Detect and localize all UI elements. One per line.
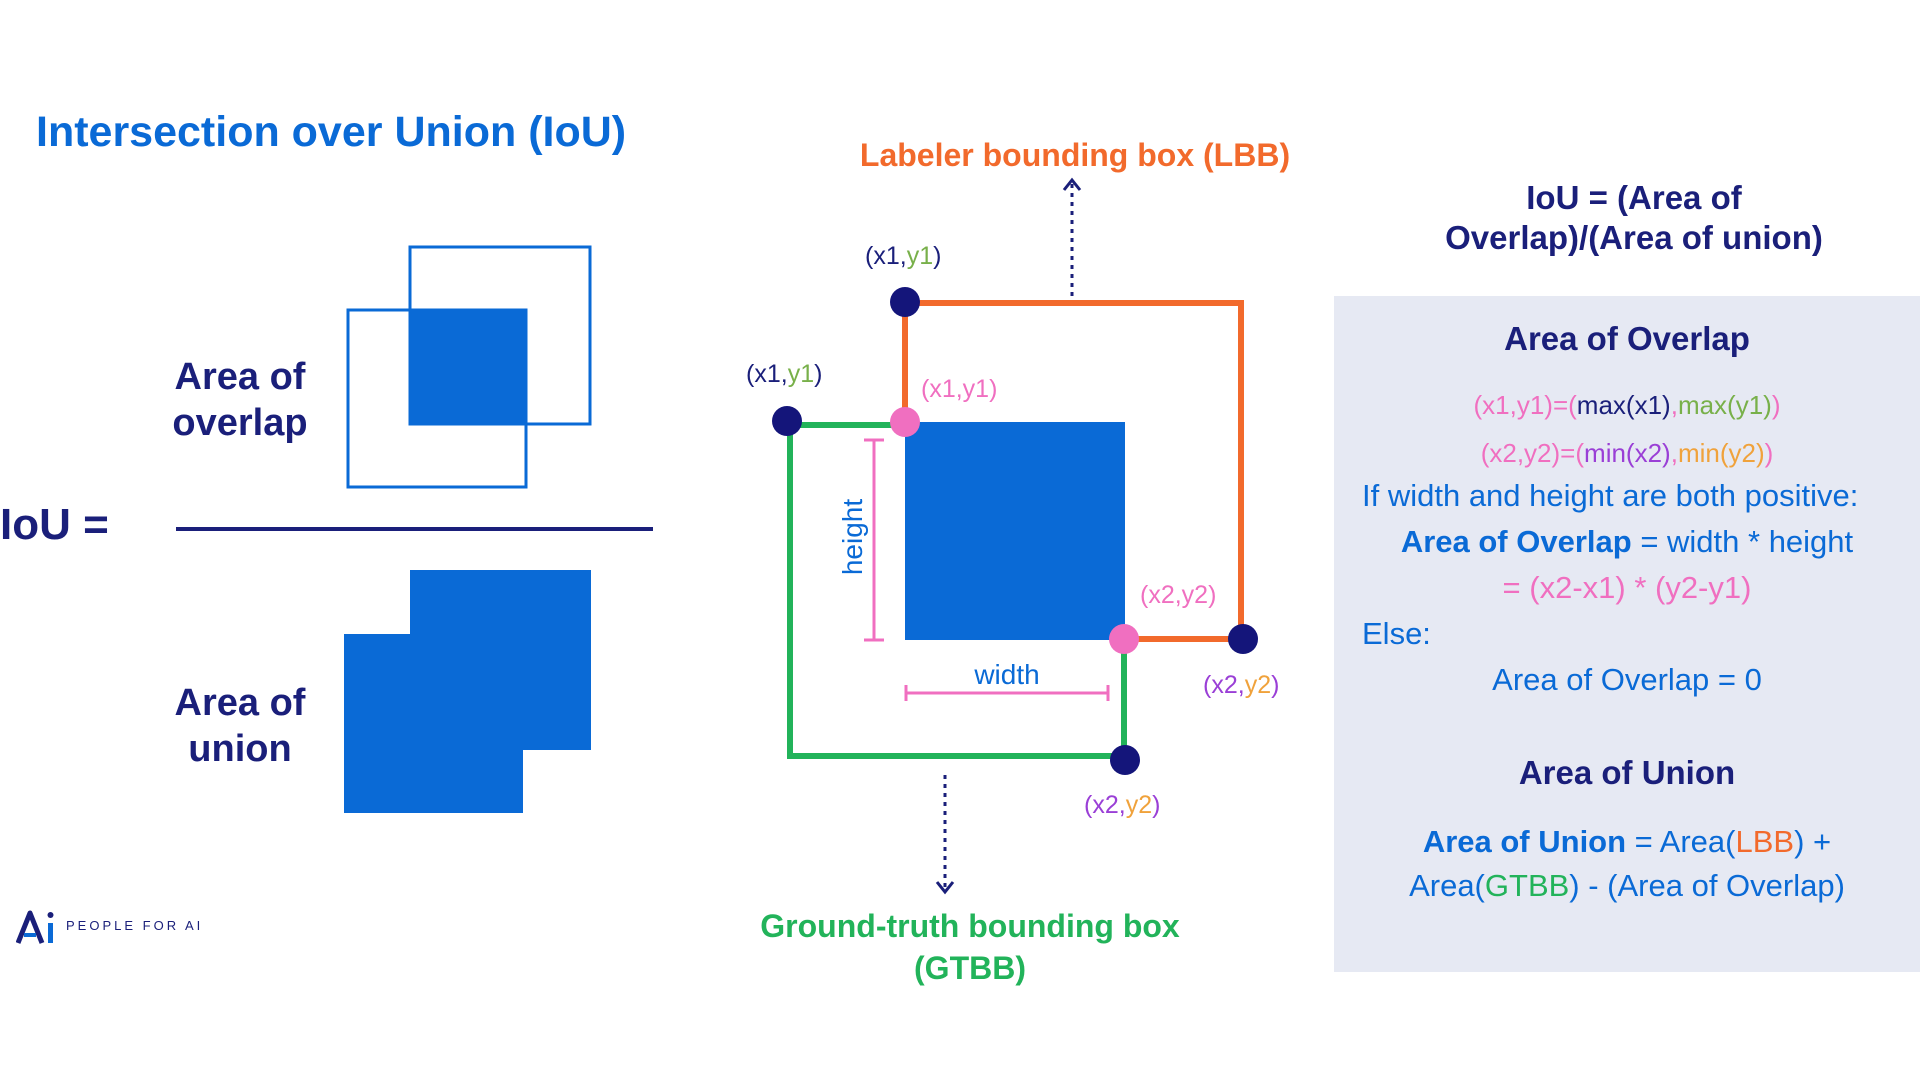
- intersection-fill: [905, 422, 1125, 640]
- lbb-bottom-right-coord: (x2,y2): [1203, 671, 1279, 699]
- union-eq-a: = Area(: [1626, 824, 1736, 859]
- overlap-heading: Area of Overlap: [1504, 320, 1750, 357]
- intersection-top-left-point: [890, 407, 920, 437]
- lbb-title: Labeler bounding box (LBB): [860, 137, 1290, 173]
- iou-formula-heading-line2: Overlap)/(Area of union): [1445, 219, 1823, 256]
- overlap-label: Area of overlap: [160, 354, 320, 446]
- l2-prefix: (x2,y2)=(: [1480, 438, 1585, 468]
- gtbb-bottom-right-coord: (x2,y2): [1084, 791, 1160, 819]
- union-eq-b: ) +: [1794, 824, 1832, 859]
- width-label: width: [973, 659, 1039, 690]
- gtbb-arrow-head: [935, 881, 955, 895]
- iou-formula-heading-line1: IoU = (Area of: [1526, 179, 1742, 216]
- gtbb-title-line1: Ground-truth bounding box: [760, 908, 1180, 944]
- iou-label: IoU =: [0, 500, 109, 549]
- gtbb-top-left-coord: (x1,y1): [746, 360, 822, 388]
- overlap-fill: [410, 310, 526, 424]
- union-eq-gtbb: GTBB: [1484, 868, 1570, 903]
- formula-panel: Area of Overlap (x1,y1)=(max(x1),max(y1)…: [1334, 296, 1920, 972]
- eq-equals: =: [1502, 570, 1530, 605]
- union-eq-d: ) - (Area of Overlap): [1569, 868, 1845, 903]
- logo-mark: [15, 910, 54, 944]
- gtbb-title-line2: (GTBB): [914, 950, 1026, 986]
- union-label: Area of union: [160, 680, 320, 772]
- union-equation-line2: Area(GTBB) - (Area of Overlap): [1334, 868, 1920, 904]
- else-text: Else:: [1362, 616, 1431, 651]
- union-eq-lbb: LBB: [1735, 824, 1795, 859]
- l2-comma: ,: [1670, 438, 1678, 468]
- gtbb-box: [787, 422, 1127, 759]
- intersection-bottom-right-coord: (x2,y2): [1140, 581, 1216, 609]
- overlap-formula-line2: (x2,y2)=(min(x2),min(y2)): [1334, 438, 1920, 469]
- overlap-equation-rest: = width * height: [1631, 524, 1854, 559]
- union-eq-c: Area(: [1409, 868, 1485, 903]
- union-equation-line1: Area of Union = Area(LBB) +: [1334, 824, 1920, 860]
- condition-text: If width and height are both positive:: [1362, 478, 1859, 513]
- page-title: Intersection over Union (IoU): [36, 108, 627, 156]
- gtbb-top-left-point: [772, 406, 802, 436]
- lbb-arrow-head: [1062, 177, 1082, 191]
- lbb-bottom-right-point: [1228, 624, 1258, 654]
- logo-text: PEOPLE FOR AI: [66, 918, 204, 933]
- l1-max-x1: max(x1): [1576, 390, 1671, 420]
- union-equation-term: Area of Union: [1422, 824, 1627, 859]
- overlap-equation-expanded: = (x2-x1) * (y2-y1): [1334, 570, 1920, 606]
- l2-min-y2: min(y2): [1677, 438, 1765, 468]
- l2-close: ): [1764, 438, 1774, 468]
- overlap-label-line1: Area of: [174, 356, 306, 398]
- overlap-equation: Area of Overlap = width * height: [1334, 524, 1920, 560]
- overlap-equation-term: Area of Overlap: [1400, 524, 1632, 559]
- lbb-box: [902, 300, 1244, 642]
- l1-max-y1: max(y1): [1677, 390, 1772, 420]
- iou-formula-heading: IoU = (Area of Overlap)/(Area of union): [1334, 178, 1920, 258]
- union-label-line1: Area of: [174, 682, 306, 724]
- union-heading: Area of Union: [1518, 754, 1736, 791]
- overlap-label-line2: overlap: [172, 402, 308, 444]
- intersection-top-left-coord: (x1,y1): [921, 375, 997, 403]
- union-fill: [344, 570, 591, 813]
- l1-comma: ,: [1670, 390, 1678, 420]
- lbb-top-left-coord: (x1,y1): [865, 242, 941, 270]
- overlap-zero: Area of Overlap = 0: [1492, 662, 1762, 697]
- lbb-top-left-point: [890, 287, 920, 317]
- union-label-line2: union: [188, 728, 292, 770]
- l2-min-x2: min(x2): [1584, 438, 1671, 468]
- l1-prefix: (x1,y1)=(: [1473, 390, 1577, 420]
- gtbb-bottom-right-point: [1110, 745, 1140, 775]
- overlap-illustration: [346, 245, 592, 489]
- logo: [15, 905, 58, 952]
- intersection-bottom-right-point: [1109, 624, 1139, 654]
- height-label: height: [837, 499, 868, 576]
- overlap-formula-line1: (x1,y1)=(max(x1),max(y1)): [1334, 390, 1920, 421]
- l1-close: ): [1771, 390, 1781, 420]
- eq-expression: (x2-x1) * (y2-y1): [1529, 570, 1752, 605]
